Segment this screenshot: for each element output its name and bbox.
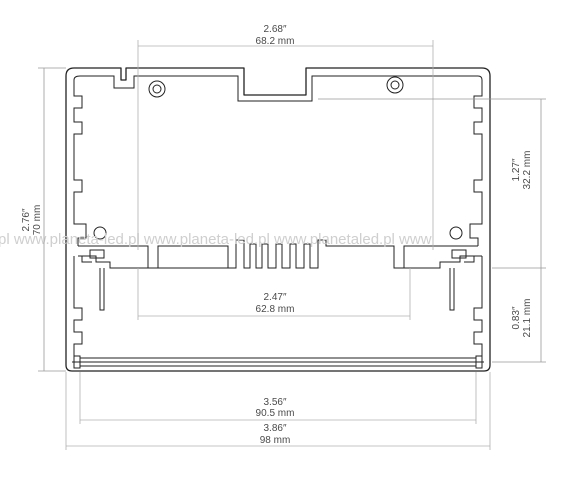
dim-overall-width-inch: 3.86″ xyxy=(263,423,286,434)
dim-upper-height: 1.27″ 32.2 mm xyxy=(318,98,546,269)
screw-hole-mid-left xyxy=(93,226,107,240)
profile-lower-walls xyxy=(73,256,483,362)
dim-bottom-inner-width: 3.56″ 90.5 mm xyxy=(79,372,477,424)
dim-bottom-inner-width-mm: 90.5 mm xyxy=(256,408,295,419)
profile-bottom-slot xyxy=(72,355,484,369)
dim-upper-height-inch: 1.27″ xyxy=(511,158,522,181)
dim-inner-width: 2.47″ 62.8 mm xyxy=(137,268,411,320)
profile-outer-outline xyxy=(65,67,491,372)
dim-overall-width: 3.86″ 98 mm xyxy=(65,372,491,450)
dim-top-width: 2.68″ 68.2 mm xyxy=(137,24,434,250)
dim-lower-height-mm: 21.1 mm xyxy=(522,299,533,338)
profile-inner-outline xyxy=(73,75,483,246)
dim-bottom-inner-width-inch: 3.56″ xyxy=(263,397,286,408)
screw-hole-mid-right xyxy=(449,226,463,240)
dim-overall-height-mm: 70 mm xyxy=(32,205,43,236)
dim-lower-height-inch: 0.83″ xyxy=(511,306,522,329)
watermark: pl www.planeta-led.pl www.planeta-led.pl… xyxy=(0,231,432,248)
dim-top-width-mm: 68.2 mm xyxy=(256,36,295,47)
dim-upper-height-mm: 32.2 mm xyxy=(522,151,533,190)
dim-top-width-inch: 2.68″ xyxy=(263,24,286,35)
profile-inner-legs xyxy=(89,249,467,311)
dim-inner-width-mm: 62.8 mm xyxy=(256,304,295,315)
profile-heatsink-plate xyxy=(78,239,482,269)
dim-inner-width-inch: 2.47″ xyxy=(263,292,286,303)
screw-hole-left xyxy=(148,80,166,98)
dim-overall-height-inch: 2.76″ xyxy=(21,208,32,231)
dim-overall-height: 2.76″ 70 mm xyxy=(21,67,66,372)
screw-hole-right xyxy=(386,76,404,94)
dim-lower-height: 0.83″ 21.1 mm xyxy=(492,268,546,363)
dim-overall-width-mm: 98 mm xyxy=(260,435,291,446)
